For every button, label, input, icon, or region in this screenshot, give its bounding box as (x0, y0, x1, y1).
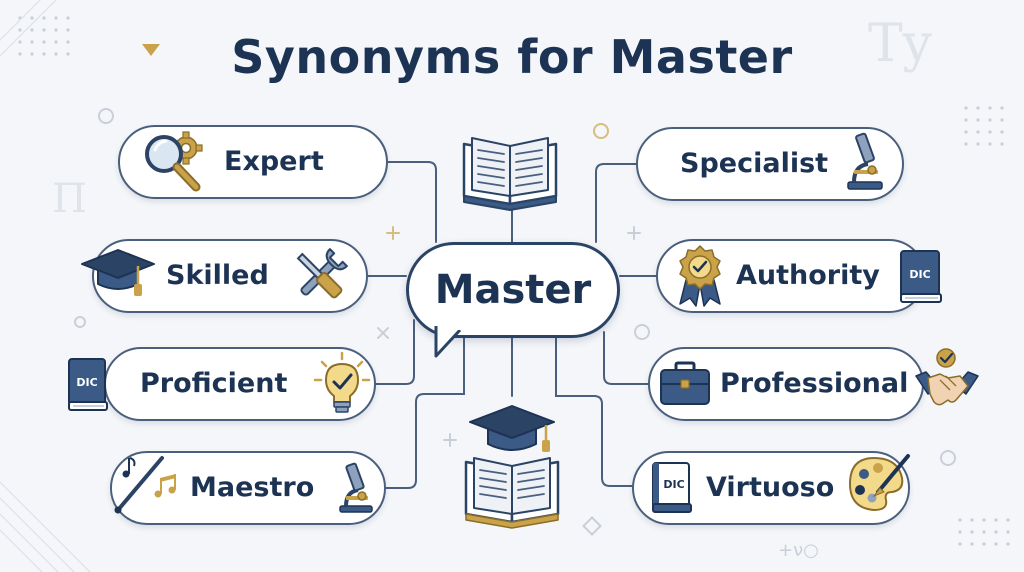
connector-proficient (375, 319, 415, 385)
synonym-label: Maestro (190, 472, 315, 503)
baton-music-icon (114, 456, 176, 514)
svg-text:Π: Π (52, 176, 87, 222)
microscope-icon (847, 132, 883, 190)
connector-virtuoso (555, 337, 633, 487)
award-badge-icon (679, 245, 721, 307)
graduation-book-icon (464, 405, 560, 529)
dictionary-icon: DIC (68, 358, 108, 411)
briefcase-icon (660, 361, 710, 405)
dictionary-icon: DIC (900, 250, 942, 303)
palette-icon (848, 454, 910, 512)
dictionary-label: DIC (76, 376, 97, 389)
center-node: Master (406, 242, 620, 338)
wrench-screwdriver-icon (296, 248, 348, 299)
synonym-label: Professional (720, 368, 909, 399)
graduation-cap-icon (81, 249, 155, 296)
handshake-check-icon (915, 348, 979, 406)
magnifier-gear-icon (145, 131, 203, 192)
connector-specialist (595, 163, 637, 243)
dictionary-icon: DIC (652, 462, 692, 513)
synonym-label: Virtuoso (706, 472, 835, 503)
synonym-label: Expert (224, 146, 324, 177)
dictionary-label: DIC (909, 268, 930, 281)
center-label: Master (434, 267, 592, 313)
connector-maestro (385, 337, 465, 489)
microscope-icon (339, 462, 373, 513)
connector-expert (387, 161, 437, 243)
synonym-label: Specialist (680, 148, 829, 179)
synonym-pill-authority: Authority (656, 239, 926, 313)
synonym-pill-professional: Professional (648, 347, 924, 421)
connector-professional (603, 331, 649, 385)
lightbulb-check-icon (313, 351, 371, 413)
synonym-label: Skilled (166, 260, 269, 291)
dictionary-label: DIC (663, 478, 684, 491)
synonym-label: Proficient (140, 368, 288, 399)
page-title: Synonyms for Master (231, 30, 793, 84)
corner-glyphs: Ty (868, 14, 933, 74)
bottom-glyphs: +ν○ (778, 540, 819, 561)
open-book-icon (462, 137, 558, 211)
synonym-pill-proficient: Proficient (104, 347, 376, 421)
synonym-label: Authority (736, 260, 880, 291)
speech-tail (434, 326, 464, 358)
